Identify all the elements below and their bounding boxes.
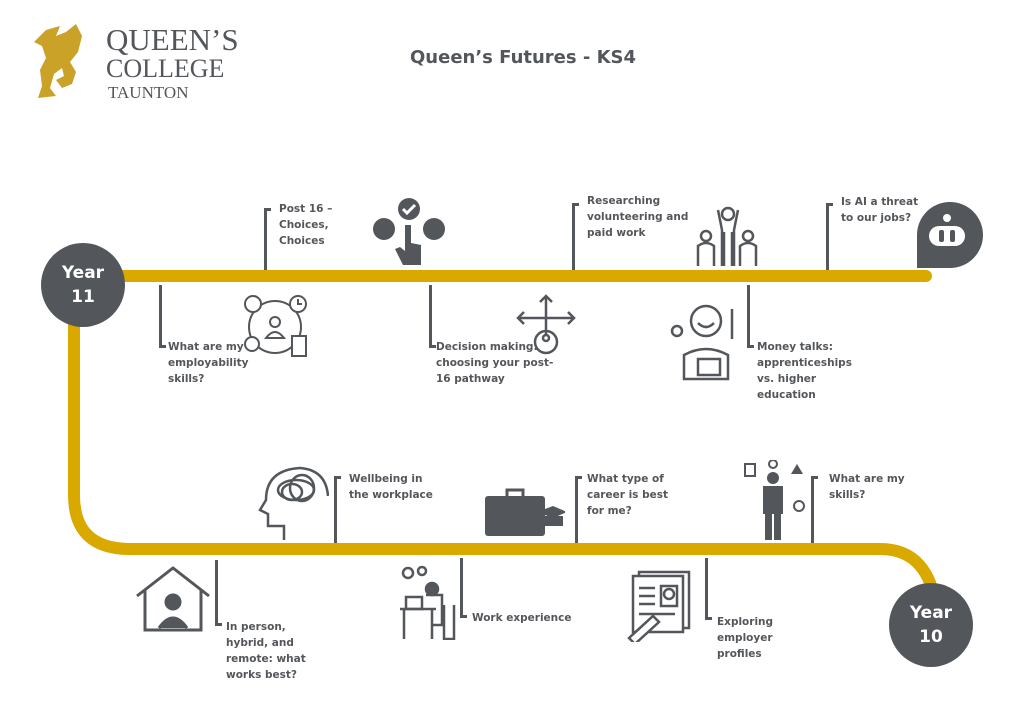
- head-tangled-thoughts-icon: [258, 466, 329, 540]
- callout-connector: [811, 476, 818, 479]
- employer-profile-document-icon: [627, 570, 691, 642]
- callout-connector: [575, 476, 582, 479]
- callout-connector: [747, 345, 754, 348]
- year-10-badge: Year 10: [889, 583, 973, 667]
- person-desk-gears-icon: [400, 565, 456, 640]
- callout-connector: [460, 615, 467, 618]
- year-11-badge: Year 11: [41, 243, 125, 327]
- year-word: Year: [61, 263, 105, 283]
- callout-connector: [159, 285, 162, 348]
- topic-wellbeing: Wellbeing in the workplace: [349, 473, 433, 501]
- topic-workexp: Work experience: [472, 612, 572, 624]
- crossroads-arrows-icon: [516, 294, 576, 355]
- callout-connector: [264, 208, 271, 211]
- callout-connector: [705, 617, 712, 620]
- callout-connector: [826, 203, 829, 270]
- topic-inperson: In person, hybrid, and remote: what work…: [226, 621, 306, 681]
- topic-ai: Is AI a threat to our jobs?: [841, 196, 919, 224]
- callout-connector: [264, 208, 267, 270]
- pointing-hand-choice-icon: [373, 198, 445, 265]
- happy-person-laptop-icon: [670, 304, 734, 381]
- people-cheering-icon: [696, 206, 758, 266]
- home-remote-work-icon: [136, 566, 210, 632]
- callout-connector: [575, 476, 578, 543]
- callout-connector: [215, 623, 222, 626]
- topic-decision: Decision making: choosing your post-16 p…: [436, 341, 554, 385]
- callout-connector: [572, 203, 575, 270]
- callout-connector: [460, 558, 463, 618]
- topic-money: Money talks: apprenticeships vs. higher …: [757, 341, 852, 401]
- year-word: Year: [909, 603, 953, 623]
- callout-connector: [334, 476, 341, 479]
- topic-researching: Researching volunteering and paid work: [587, 195, 689, 239]
- year-number: 10: [919, 627, 943, 647]
- callout-connector: [429, 345, 436, 348]
- callout-connector: [705, 558, 708, 620]
- person-multiskill-icon: [744, 460, 805, 540]
- callout-connector: [572, 203, 579, 206]
- topic-employability: What are my employability skills?: [168, 341, 249, 385]
- callout-connector: [747, 285, 750, 348]
- employability-skills-icon: [244, 295, 307, 357]
- year-number: 11: [71, 287, 95, 307]
- callout-connector: [811, 476, 814, 543]
- page-title: Queen’s Futures - KS4: [410, 47, 637, 68]
- callout-connector: [159, 345, 166, 348]
- logo-line3: TAUNTON: [108, 83, 189, 102]
- topic-post16: Post 16 – Choices, Choices: [279, 203, 333, 247]
- callout-connector: [826, 203, 833, 206]
- callout-connector: [334, 476, 337, 543]
- logo-line1: QUEEN’S: [106, 22, 239, 57]
- briefcase-graduation-icon: [485, 488, 565, 536]
- topic-career: What type of career is best for me?: [587, 473, 668, 517]
- callout-connector: [429, 285, 432, 348]
- topic-employer: Exploring employer profiles: [717, 616, 774, 660]
- topic-skills: What are my skills?: [829, 473, 905, 501]
- callout-connector: [215, 560, 218, 626]
- logo-line2: COLLEGE: [106, 54, 225, 83]
- dragon-logo-icon: [34, 24, 82, 98]
- robot-chat-icon: [917, 202, 983, 268]
